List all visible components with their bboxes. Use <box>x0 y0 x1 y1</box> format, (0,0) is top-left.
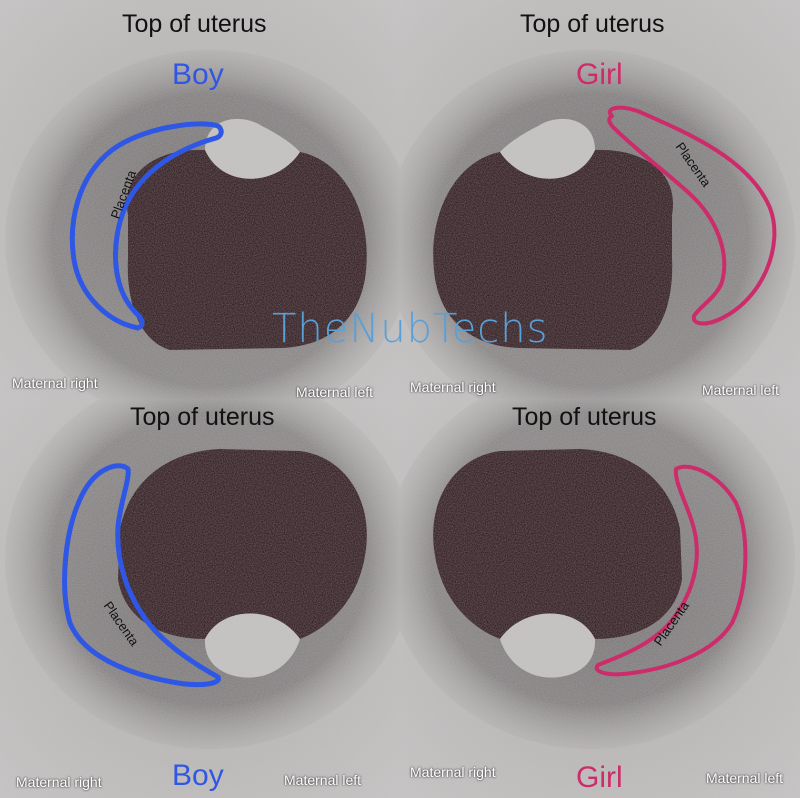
maternal-right-label: Maternal right <box>410 379 496 395</box>
top-of-uterus-label: Top of uterus <box>520 10 665 38</box>
sex-label-girl: Girl <box>576 761 623 794</box>
placenta-outline-boy <box>69 121 224 331</box>
sex-label-girl: Girl <box>576 58 623 91</box>
sex-label-boy: Boy <box>172 58 224 91</box>
sex-label-boy: Boy <box>172 759 224 792</box>
maternal-right-label: Maternal right <box>16 774 102 790</box>
top-of-uterus-label: Top of uterus <box>122 10 267 38</box>
scan-panel-bottom-right: Top of uterus Placenta Girl Maternal rig… <box>400 399 800 798</box>
top-of-uterus-label: Top of uterus <box>512 403 657 431</box>
maternal-left-label: Maternal left <box>706 770 784 786</box>
placenta-outline-girl <box>594 464 748 677</box>
placenta-outline-boy <box>62 463 221 688</box>
watermark-logo: TheNubTechs <box>272 306 549 352</box>
scan-panel-top-left: Top of uterus Boy Placenta Maternal righ… <box>0 0 400 399</box>
maternal-left-label: Maternal left <box>284 772 362 788</box>
maternal-right-label: Maternal right <box>12 375 98 391</box>
maternal-right-label: Maternal right <box>410 764 496 780</box>
scan-panel-bottom-left: Top of uterus Placenta Boy Maternal righ… <box>0 399 400 798</box>
maternal-left-label: Maternal left <box>702 382 780 398</box>
top-of-uterus-label: Top of uterus <box>130 403 275 431</box>
placenta-outline-girl <box>607 105 777 326</box>
scan-panel-top-right: Top of uterus Girl Placenta Maternal rig… <box>400 0 800 399</box>
maternal-left-label: Maternal left <box>296 384 374 400</box>
